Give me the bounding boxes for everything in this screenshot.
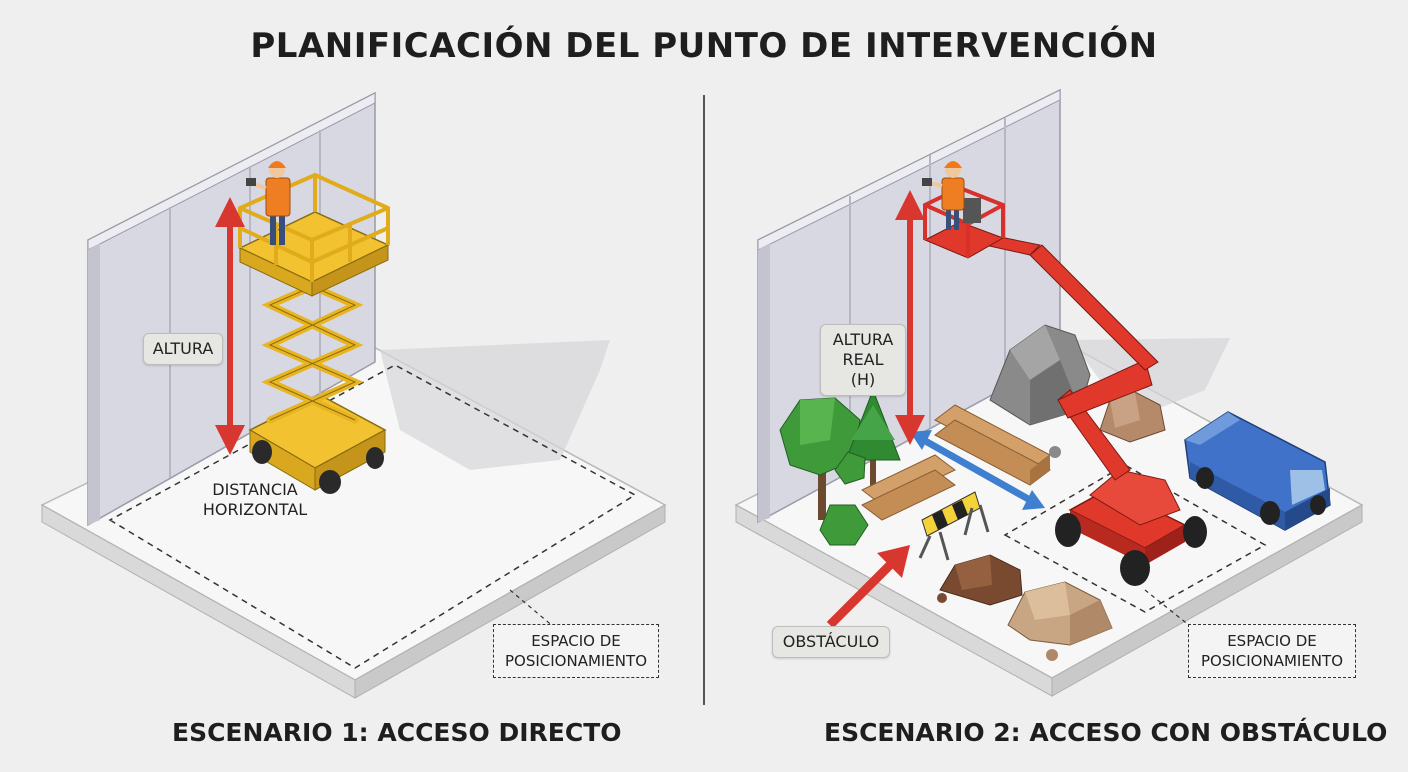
space-label-line1: ESPACIO DE xyxy=(531,632,621,650)
scenario1-positioning-area xyxy=(108,364,637,669)
rock-tan-front xyxy=(1007,581,1113,646)
rock-brown-back xyxy=(1099,391,1166,443)
scenario2-positioning-area xyxy=(1003,464,1267,613)
worker-scenario1 xyxy=(246,161,291,245)
distance-label-line1: DISTANCIA xyxy=(212,480,298,499)
height-label-text: ALTURA xyxy=(152,339,214,358)
page-title: PLANIFICACIÓN DEL PUNTO DE INTERVENCIÓN xyxy=(250,26,1158,66)
height-label-line1: ALTURA xyxy=(832,330,894,349)
obstacle-label-text: OBSTÁCULO xyxy=(782,632,880,651)
scenario1-caption: ESCENARIO 1: ACCESO DIRECTO xyxy=(172,718,622,747)
height-label-scenario1: ALTURA xyxy=(143,333,223,365)
pebble xyxy=(1046,649,1058,661)
boom-lift xyxy=(923,185,1207,586)
obstacle-label: OBSTÁCULO xyxy=(772,626,890,658)
barrier xyxy=(918,491,990,561)
worker-scenario2 xyxy=(922,161,965,230)
space-label-line2: POSICIONAMIENTO xyxy=(1200,652,1344,670)
positioning-space-label-scenario2: ESPACIO DE POSICIONAMIENTO xyxy=(1188,624,1356,678)
height-label-scenario2: ALTURA REAL (H) xyxy=(820,324,906,396)
distance-label-line2: HORIZONTAL xyxy=(202,500,308,519)
distance-label: DISTANCIA HORIZONTAL xyxy=(195,480,315,520)
scenario1-leader-line xyxy=(509,589,556,629)
positioning-space-label-scenario1: ESPACIO DE POSICIONAMIENTO xyxy=(493,624,659,678)
scissor-lift xyxy=(238,172,390,494)
scenario2-floor xyxy=(734,339,1364,697)
scenario2-caption: ESCENARIO 2: ACCESO CON OBSTÁCULO xyxy=(824,718,1388,747)
space-label-line2: POSICIONAMIENTO xyxy=(504,652,648,670)
trees xyxy=(779,388,901,546)
pebble xyxy=(937,593,947,603)
van xyxy=(1184,411,1331,531)
pebble xyxy=(1049,446,1061,458)
space-label-line1: ESPACIO DE xyxy=(1227,632,1317,650)
scenario1-shadow xyxy=(380,340,610,470)
rock-brown-front xyxy=(939,554,1023,606)
wood-planks xyxy=(861,404,1051,521)
obstacle-arrow xyxy=(826,545,910,629)
scenario2-leader-line xyxy=(1144,589,1196,631)
height-label-line2: REAL (H) xyxy=(842,350,884,389)
